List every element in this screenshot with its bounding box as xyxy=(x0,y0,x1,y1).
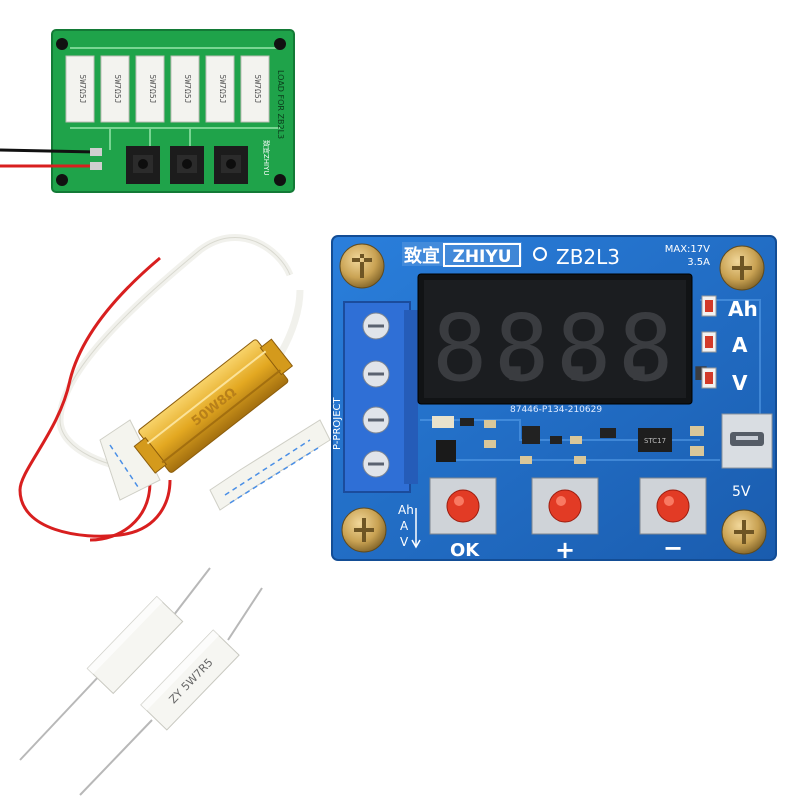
tester-board: 致宜 ZHIYU ZB2L3 MAX:17V 3.5A xyxy=(331,235,777,564)
mode-label-a: A xyxy=(400,519,409,533)
screw-icon xyxy=(721,509,767,555)
brand-name: ZHIYU xyxy=(453,247,512,267)
braided-sleeve xyxy=(99,419,331,511)
load-board-wires xyxy=(0,148,102,170)
usb-port[interactable] xyxy=(721,413,773,469)
mount-hole xyxy=(274,174,286,186)
wirewound-resistor: 50W8Ω xyxy=(18,234,331,542)
mount-hole xyxy=(274,38,286,50)
brand-cn: 致宜 xyxy=(404,245,440,267)
mount-hole xyxy=(56,174,68,186)
load-switch[interactable] xyxy=(214,146,248,184)
ceramic-resistors: ZY 5W7R5 xyxy=(19,567,263,796)
indicator-label-ah: Ah xyxy=(728,297,758,321)
indicator-led xyxy=(701,295,717,317)
load-board-side-label: LOAD FOR ZB2L3 xyxy=(276,70,285,139)
max-voltage: MAX:17V xyxy=(665,244,710,255)
indicator-led xyxy=(701,331,717,353)
load-resistor: 5W7Ω5J xyxy=(65,55,95,123)
mode-label-ah: Ah xyxy=(398,503,414,517)
terminal-screw-icon[interactable] xyxy=(362,360,390,388)
load-resistor-label: 5W7Ω5J xyxy=(253,75,262,104)
display-digit-1: 8. xyxy=(432,295,543,402)
screw-icon xyxy=(719,245,765,291)
aluminum-housing: 50W8Ω xyxy=(133,338,294,474)
terminal-side-label: P-PROJECT xyxy=(332,396,343,450)
load-resistor: 5W7Ω5J xyxy=(100,55,130,123)
plus-button-label: + xyxy=(555,536,575,564)
screw-icon xyxy=(341,507,387,553)
plus-button[interactable] xyxy=(531,477,599,535)
indicator-label-v: V xyxy=(732,371,748,395)
ceramic-resistor: ZY 5W7R5 xyxy=(140,629,240,731)
terminal-screw-icon[interactable] xyxy=(362,450,390,478)
mount-hole xyxy=(56,38,68,50)
load-resistor-label: 5W7Ω5J xyxy=(78,75,87,104)
screw-terminal[interactable] xyxy=(343,301,418,493)
mcu-chip: STC17 xyxy=(638,428,672,452)
model-name: ZB2L3 xyxy=(556,245,620,269)
screw-icon xyxy=(339,243,385,289)
mode-arrow-head-icon xyxy=(411,539,421,549)
load-resistor-label: 5W7Ω5J xyxy=(113,75,122,104)
load-resistor: 5W7Ω5J xyxy=(205,55,235,123)
max-current: 3.5A xyxy=(687,257,710,268)
load-switch[interactable] xyxy=(170,146,204,184)
load-board: 5W7Ω5J 5W7Ω5J 5W7Ω5J 5W7Ω5J 5W7Ω5J 5W7Ω5… xyxy=(0,29,295,193)
smd-components xyxy=(432,416,704,464)
load-resistor: 5W7Ω5J xyxy=(170,55,200,123)
load-board-brand-tag: 致宜ZHIYU xyxy=(262,140,271,176)
load-resistor-label: 5W7Ω5J xyxy=(183,75,192,104)
part-code: 87446-P134-210629 xyxy=(510,405,602,415)
terminal-screw-icon[interactable] xyxy=(362,312,390,340)
led-display: 8. 8. 8. 8. xyxy=(417,273,729,405)
load-resistors: 5W7Ω5J 5W7Ω5J 5W7Ω5J 5W7Ω5J 5W7Ω5J 5W7Ω5… xyxy=(65,55,270,123)
display-digit-3: 8. xyxy=(556,295,667,402)
mode-label-v: V xyxy=(400,535,409,549)
load-resistor-label: 5W7Ω5J xyxy=(148,75,157,104)
logo-dot-icon xyxy=(533,247,547,261)
indicator-led xyxy=(701,367,717,389)
load-resistor-label: 5W7Ω5J xyxy=(218,75,227,104)
load-switch[interactable] xyxy=(126,146,160,184)
load-resistor: 5W7Ω5J xyxy=(135,55,165,123)
display-digit-2: 8. xyxy=(494,295,605,402)
terminal-screw-icon[interactable] xyxy=(362,406,390,434)
minus-button-label: − xyxy=(663,534,683,562)
load-resistor: 5W7Ω5J xyxy=(240,55,270,123)
indicator-label-a: A xyxy=(732,333,748,357)
ceramic-resistor xyxy=(86,595,184,695)
ok-button-label: OK xyxy=(450,540,480,561)
mcu-chip-label: STC17 xyxy=(644,437,666,445)
ok-button[interactable] xyxy=(429,477,497,535)
minus-button[interactable] xyxy=(639,477,707,535)
usb-label: 5V xyxy=(732,484,751,500)
